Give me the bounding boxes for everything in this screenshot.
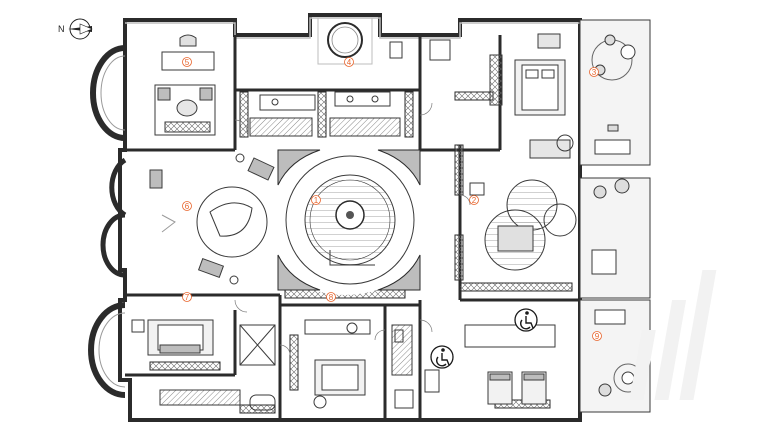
svg-text:7: 7	[185, 293, 190, 302]
room-marker-2: 2	[469, 195, 479, 205]
terrace-middle	[579, 177, 651, 299]
lounge-east	[469, 179, 577, 271]
room-marker-7: 7	[182, 292, 192, 302]
north-arrow-icon	[68, 18, 93, 40]
music-room	[149, 153, 275, 285]
room-marker-1: 1	[311, 195, 321, 205]
bay-window-northwest	[90, 45, 126, 141]
room-marker-4: 4	[344, 57, 354, 67]
terrace-north	[579, 19, 651, 166]
svg-text:3: 3	[592, 68, 597, 77]
spiral-staircase	[304, 174, 396, 266]
bay-window-southwest	[88, 302, 126, 398]
bedroom-south-center	[304, 319, 371, 409]
svg-text:5: 5	[185, 58, 190, 67]
svg-text:2: 2	[472, 196, 477, 205]
compass: N	[58, 18, 93, 40]
elevator-core	[239, 324, 276, 366]
room-marker-6: 6	[182, 201, 192, 211]
watermark-logo	[629, 270, 717, 400]
svg-text:1: 1	[314, 196, 319, 205]
svg-text:9: 9	[595, 332, 600, 341]
room-marker-5: 5	[182, 57, 192, 67]
bedroom-southwest	[131, 319, 276, 411]
svg-text:8: 8	[329, 293, 334, 302]
room-marker-9: 9	[592, 331, 602, 341]
twin-bedroom	[487, 371, 547, 405]
compass-label: N	[58, 24, 65, 34]
room-marker-8: 8	[326, 292, 336, 302]
vanity-rooms-top	[249, 39, 451, 137]
study-room	[161, 34, 215, 71]
wheelchair-icon	[514, 308, 538, 332]
svg-text:4: 4	[347, 58, 352, 67]
svg-text:6: 6	[185, 202, 190, 211]
wheelchair-icon	[430, 345, 454, 369]
door-swings	[234, 102, 471, 356]
master-bedroom	[489, 33, 574, 159]
room-marker-3: 3	[589, 67, 599, 77]
dome-room	[317, 17, 373, 65]
bay-window-west-upper	[109, 157, 127, 218]
bay-window-west-lower	[100, 212, 126, 278]
lounge-room	[154, 84, 216, 136]
bathrooms-south	[391, 324, 556, 409]
